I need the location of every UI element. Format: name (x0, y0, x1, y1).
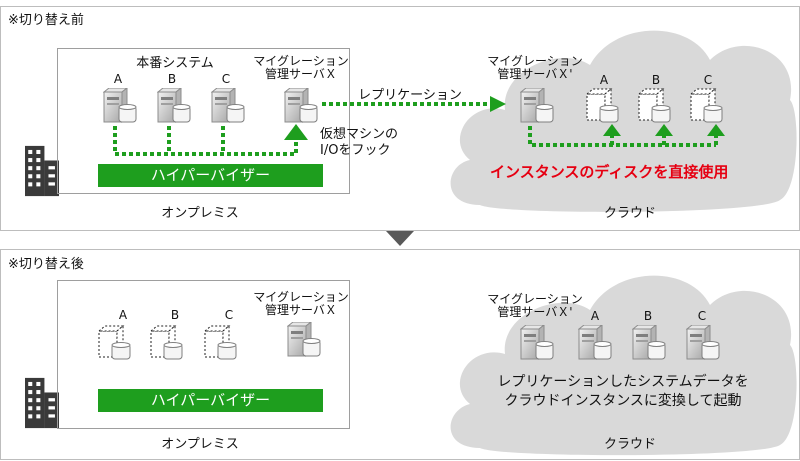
migration-server-x2-label-before: マイグレーション 管理サーバＸ' (487, 54, 583, 81)
cloud-label-before: クラウド (603, 206, 656, 221)
disk-arrowhead-a (603, 124, 621, 136)
onpremise-label-before: オンプレミス (161, 206, 239, 221)
direct-use-label: インスタンスのディスクを直接使用 (490, 163, 729, 181)
disk-arrowhead-b (655, 124, 673, 136)
cloud-shape-after (450, 275, 797, 456)
server-label-b-before: B (167, 72, 177, 86)
replication-arrowhead (490, 96, 506, 112)
hypervisor-bar-after: ハイパーバイザー (98, 389, 323, 412)
replication-label: レプリケーション (358, 88, 462, 103)
hook-dotted-line (113, 126, 298, 156)
hook-arrowhead (284, 124, 308, 140)
onpremise-label-after: オンプレミス (161, 437, 239, 452)
cloud-server-label-a-after: A (590, 309, 600, 323)
transition-arrow (386, 231, 414, 246)
hypervisor-bar-before: ハイパーバイザー (98, 164, 323, 187)
onpremise-box-after (57, 280, 350, 429)
onpremise-box-before (57, 48, 350, 194)
before-title: ※切り替え前 (8, 13, 84, 28)
hook-label: 仮想マシンの I/Oをフック (320, 127, 399, 158)
building-icon-before (25, 145, 59, 197)
migration-server-x-label-after: マイグレーション 管理サーバＸ (253, 290, 349, 317)
system-label: 本番システム (136, 56, 214, 71)
migration-server-x-label-before: マイグレーション 管理サーバＸ (253, 54, 349, 81)
cloud-server-label-c-after: C (697, 309, 707, 323)
cloud-conversion-text: レプリケーションしたシステムデータを クラウドインスタンスに変換して起動 (497, 374, 749, 409)
server-label-a-before: A (113, 72, 123, 86)
cloud-shape-before (450, 30, 797, 212)
cloud-server-label-a-before: A (599, 73, 609, 87)
cloud-server-label-b-before: B (651, 73, 661, 87)
after-title: ※切り替え後 (8, 257, 84, 272)
server-label-c-after: C (224, 308, 234, 322)
server-label-b-after: B (170, 308, 180, 322)
disk-arrowhead-c (707, 124, 725, 136)
cloud-server-label-c-before: C (703, 73, 713, 87)
cloud-server-label-b-after: B (643, 309, 653, 323)
migration-server-x2-label-after: マイグレーション 管理サーバＸ' (487, 292, 583, 319)
server-label-c-before: C (221, 72, 231, 86)
cloud-label-after: クラウド (603, 437, 656, 452)
server-label-a-after: A (118, 308, 128, 322)
building-icon-after (25, 377, 59, 429)
